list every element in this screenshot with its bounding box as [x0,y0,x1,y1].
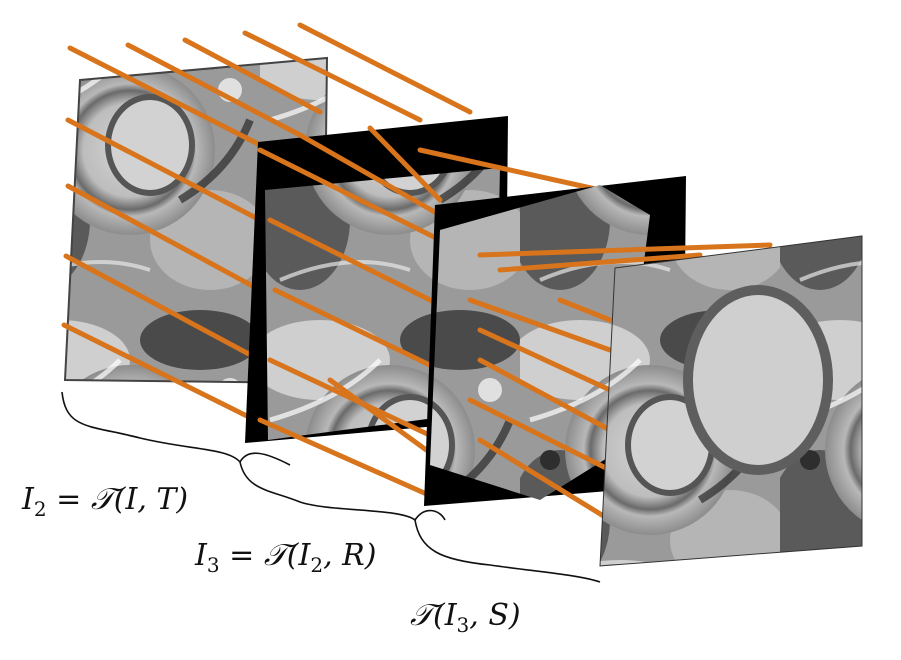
correspondence-ray [477,242,773,258]
correspondence-ray [65,117,263,223]
correspondence-ray [297,132,443,218]
braces [61,391,601,583]
correspondence-ray [182,37,323,115]
correspondence-ray [467,397,613,473]
correspondence-ray [557,297,613,323]
slice-final [599,235,863,567]
heart-ring [683,285,833,475]
correspondence-ray [257,147,443,243]
correspondence-ray [327,377,443,463]
correspondence-ray [67,45,273,153]
correspondence-rays-back [61,22,473,423]
curly-brace [61,391,291,466]
correspondence-ray [272,287,443,373]
correspondence-rays-mid [257,125,603,503]
correspondence-ray [65,183,263,293]
correspondence-ray [497,252,703,273]
correspondence-ray [267,217,443,308]
correspondence-ray [367,125,443,203]
correspondence-ray [242,30,423,123]
correspondence-ray [477,437,613,523]
correspondence-ray [297,22,473,115]
correspondence-ray [61,322,258,423]
correspondence-ray [477,327,613,393]
correspondence-ray [467,297,613,353]
label-rotation: I3 = 𝒯(I2, R) [195,538,377,577]
correspondence-ray [257,417,443,503]
curly-brace [414,519,601,583]
correspondence-ray [477,357,613,433]
correspondence-ray [125,42,303,138]
correspondence-rays-front [467,242,773,523]
label-scaling: 𝒯(I3, S) [410,598,521,637]
correspondence-ray [417,147,603,193]
label-translation: I2 = 𝒯(I, T) [22,482,189,521]
curly-brace [239,461,446,522]
correspondence-ray [63,253,263,363]
